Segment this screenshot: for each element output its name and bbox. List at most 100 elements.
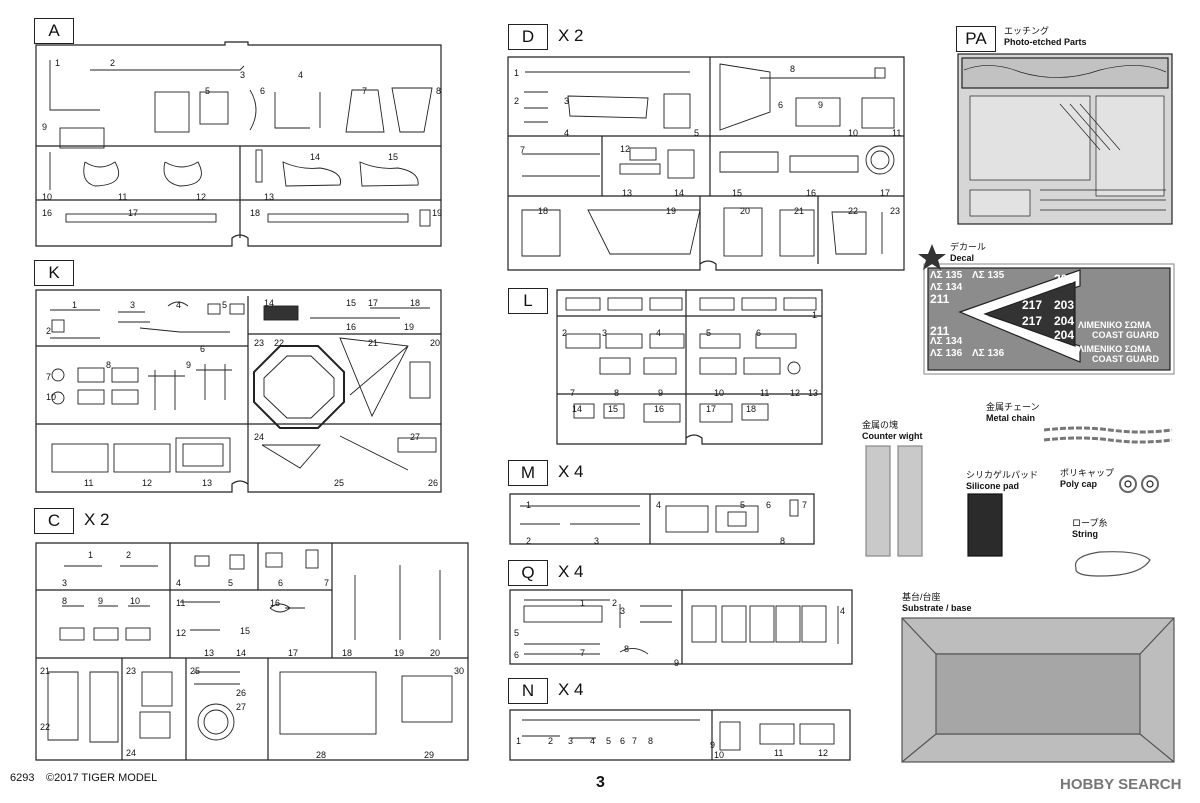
part-number-c-26: 26 — [236, 688, 247, 698]
sprue-d-frame — [507, 56, 905, 271]
page-number: 3 — [596, 774, 605, 791]
part-number-c-17: 17 — [288, 648, 299, 658]
string-en: String — [1072, 529, 1098, 539]
part-number-l-15: 15 — [608, 404, 619, 414]
part-number-l-4: 4 — [656, 328, 662, 338]
part-number-k-14: 14 — [264, 298, 275, 308]
part-number-c-9: 9 — [98, 596, 104, 606]
poly-cap-jp: ポリキャップ — [1060, 468, 1115, 478]
part-number-n-11: 11 — [774, 748, 784, 758]
metal-chain — [1043, 426, 1173, 434]
part-number-k-11: 11 — [84, 478, 94, 488]
part-number-d-12: 12 — [620, 144, 631, 154]
sprue-n-qty: X 4 — [558, 680, 584, 699]
part-number-a-3: 3 — [240, 70, 246, 80]
decal-text: ΛΣ 136 — [930, 348, 963, 359]
part-number-d-17: 17 — [880, 188, 891, 198]
decal-text: ΛΣ 135 — [972, 270, 1005, 281]
watermark: HOBBY SEARCH — [1060, 776, 1182, 793]
part-number-l-2: 2 — [562, 328, 568, 338]
part-number-n-10: 10 — [714, 750, 725, 760]
part-number-k-18: 18 — [410, 298, 421, 308]
part-number-a-19: 19 — [432, 208, 443, 218]
part-number-k-27: 27 — [410, 432, 421, 442]
part-number-a-15: 15 — [388, 152, 399, 162]
base-jp: 基台/台座 — [902, 592, 941, 602]
decal-text: 204 — [1054, 314, 1075, 328]
sprue-n-label: N — [508, 678, 548, 704]
decal-star-icon — [918, 244, 946, 270]
part-number-q-5: 5 — [514, 628, 520, 638]
part-number-k-24: 24 — [254, 432, 265, 442]
part-number-c-30: 30 — [454, 666, 465, 676]
part-number-a-18: 18 — [250, 208, 261, 218]
part-number-k-22: 22 — [274, 338, 285, 348]
poly-cap-2 — [1141, 475, 1159, 493]
part-number-k-5: 5 — [222, 300, 228, 310]
part-number-l-1: 1 — [812, 310, 818, 320]
part-number-d-20: 20 — [740, 206, 751, 216]
decal-text: 211 — [930, 292, 950, 306]
counter-weight-2 — [897, 445, 923, 557]
decal-text: 203 — [1054, 272, 1075, 286]
metal-chain-caption: 金属チェーン Metal chain — [986, 402, 1040, 424]
part-number-m-8: 8 — [780, 536, 786, 546]
part-number-c-10: 10 — [130, 596, 141, 606]
counter-weight-caption: 金属の塊 Counter wight — [862, 420, 923, 442]
part-number-c-2: 2 — [126, 550, 132, 560]
part-number-k-1: 1 — [72, 300, 78, 310]
part-number-a-1: 1 — [55, 58, 61, 68]
part-number-k-4: 4 — [176, 300, 182, 310]
part-number-d-9: 9 — [818, 100, 824, 110]
part-number-q-8: 8 — [624, 644, 630, 654]
part-number-n-5: 5 — [606, 736, 612, 746]
part-number-c-21: 21 — [40, 666, 51, 676]
sprue-c-frame — [35, 542, 469, 761]
decal-caption-jp: デカール — [950, 242, 987, 252]
part-number-d-4: 4 — [564, 128, 570, 138]
poly-cap-en: Poly cap — [1060, 479, 1098, 489]
sprue-a-frame — [35, 41, 442, 247]
part-number-c-25: 25 — [190, 666, 201, 676]
part-number-d-5: 5 — [694, 128, 700, 138]
part-number-l-3: 3 — [602, 328, 608, 338]
part-number-d-6: 6 — [778, 100, 784, 110]
sprue-k-label: K — [34, 260, 74, 286]
decal-text: ΛΙΜΕΝΙΚΟ ΣΩΜΑ — [1078, 320, 1152, 330]
part-number-m-3: 3 — [594, 536, 600, 546]
counter-weight-jp: 金属の塊 — [862, 420, 899, 430]
part-number-a-17: 17 — [128, 208, 139, 218]
sprue-pa-label: PA — [956, 26, 996, 52]
decal-text: 217 — [1022, 298, 1043, 312]
part-number-n-9: 9 — [710, 740, 716, 750]
part-number-k-26: 26 — [428, 478, 439, 488]
string — [1074, 551, 1151, 577]
part-number-d-7: 7 — [520, 145, 526, 155]
part-number-k-21: 21 — [368, 338, 379, 348]
part-number-n-4: 4 — [590, 736, 596, 746]
pa-caption-jp: エッチング — [1004, 26, 1050, 36]
part-number-a-14: 14 — [310, 152, 321, 162]
pa-caption: エッチング Photo-etched Parts — [1004, 26, 1087, 48]
sprue-d-qty: X 2 — [558, 26, 584, 45]
sprue-a-label: A — [34, 18, 74, 44]
string-jp: ロープ糸 — [1072, 518, 1108, 528]
part-number-n-1: 1 — [516, 736, 522, 746]
sprue-k-frame — [35, 289, 442, 493]
part-number-a-8: 8 — [436, 86, 442, 96]
sprue-d-label: D — [508, 24, 548, 50]
part-number-l-17: 17 — [706, 404, 717, 414]
part-number-l-7: 7 — [570, 388, 576, 398]
part-number-m-1: 1 — [526, 500, 532, 510]
part-number-d-15: 15 — [732, 188, 743, 198]
string-caption: ロープ糸 String — [1072, 518, 1107, 540]
part-number-d-14: 14 — [674, 188, 685, 198]
sprue-n-frame — [509, 709, 851, 761]
part-number-a-9: 9 — [42, 122, 48, 132]
part-number-k-3: 3 — [130, 300, 136, 310]
part-number-c-12: 12 — [176, 628, 187, 638]
part-number-c-20: 20 — [430, 648, 441, 658]
part-number-c-18: 18 — [342, 648, 353, 658]
sprue-m-label: M — [508, 460, 548, 486]
